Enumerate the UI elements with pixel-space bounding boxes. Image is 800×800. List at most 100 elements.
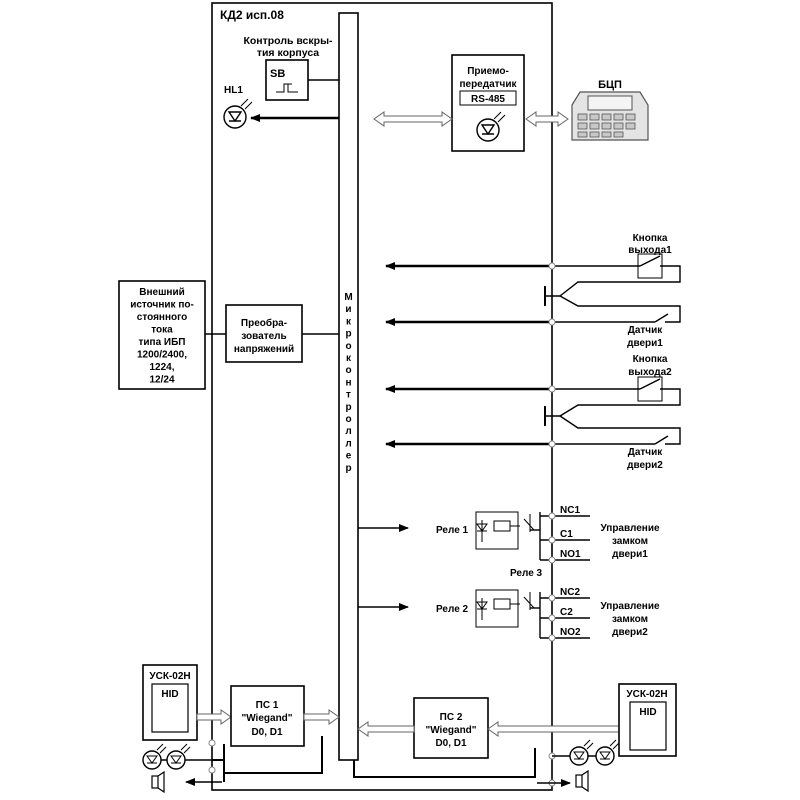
ps1-label: ПС 1 "Wiegand" D0, D1 — [241, 700, 292, 738]
svg-text:Датчик: Датчик — [628, 447, 664, 458]
converter-label-line: Преобра- — [241, 317, 287, 329]
lock-2-label: Управление замком двери2 — [600, 601, 660, 638]
svg-text:"Wiegand": "Wiegand" — [425, 725, 476, 736]
nc1-label: NC1 — [560, 505, 580, 516]
microcontroller-block — [338, 12, 359, 761]
microcontroller-label-char: р — [345, 402, 351, 413]
microcontroller-label-char: л — [345, 438, 351, 449]
transceiver-label-line1: Приемо- — [467, 66, 509, 77]
microcontroller-label-char: р — [345, 463, 351, 474]
tamper-switch-box — [265, 59, 309, 101]
svg-text:D0, D1: D0, D1 — [435, 738, 467, 749]
svg-text:Кнопка: Кнопка — [633, 354, 668, 365]
transceiver-led-icon — [476, 111, 506, 142]
no1-label: NO1 — [560, 549, 581, 560]
svg-text:двери2: двери2 — [612, 627, 648, 638]
ps2-block — [413, 697, 489, 759]
power-source-label-line: типа ИБП — [139, 337, 186, 348]
ps2-mcu-link — [357, 721, 415, 737]
converter-label-line: напряжений — [234, 344, 294, 355]
microcontroller-label-char: к — [346, 316, 352, 327]
svg-text:Управление: Управление — [600, 601, 660, 612]
no2-label: NO2 — [560, 627, 581, 638]
microcontroller-label-char: н — [345, 377, 351, 388]
reader-left-model: УСК-02Н — [149, 671, 190, 682]
exit-button-1-icon — [637, 253, 663, 279]
nc2-label: NC2 — [560, 587, 580, 598]
relay-3-label: Реле 3 — [510, 568, 543, 579]
svg-text:"Wiegand": "Wiegand" — [241, 713, 292, 724]
bcp-device-icon — [571, 91, 649, 141]
tamper-switch-label: SB — [270, 68, 285, 80]
reader-right-led-2-icon — [595, 739, 620, 766]
reader-right-ps2-link — [487, 721, 620, 737]
svg-text:ПС 2: ПС 2 — [440, 712, 463, 723]
mcu-transceiver-link — [373, 111, 453, 127]
svg-text:замком: замком — [612, 536, 648, 547]
microcontroller-label-char: р — [345, 329, 351, 340]
exit-button-1-label: Кнопка выхода1 — [628, 233, 672, 256]
exit-button-2-icon — [637, 376, 663, 402]
microcontroller-label-char: л — [345, 426, 351, 437]
exit-button-2-label: Кнопка выхода2 — [628, 354, 672, 378]
lock-2-wiring — [530, 592, 590, 639]
converter-block — [225, 304, 303, 363]
converter-label-line: зователь — [241, 331, 286, 342]
relay-2-label: Реле 2 — [436, 604, 469, 615]
door-sensor-2-label: Датчик двери2 — [627, 447, 663, 471]
relay-2-icon — [475, 589, 535, 628]
ps2-label: ПС 2 "Wiegand" D0, D1 — [425, 712, 476, 749]
reader-right-buzzer-icon — [575, 769, 589, 793]
tamper-label: Контроль вскры- тия корпуса — [243, 35, 333, 59]
power-source-label-line: Внешний — [139, 287, 185, 298]
svg-text:D0, D1: D0, D1 — [251, 727, 283, 738]
microcontroller-label-char: М — [344, 292, 352, 303]
svg-text:выхода2: выхода2 — [628, 367, 672, 378]
microcontroller-label-char: о — [345, 341, 351, 352]
device-title: КД2 исп.08 — [220, 8, 284, 22]
reader-right-type: HID — [639, 707, 656, 718]
c1-label: C1 — [560, 529, 573, 540]
power-source-label-line: стоянного — [137, 312, 187, 323]
ps1-mcu-link — [303, 709, 340, 725]
microcontroller-label-char: о — [345, 414, 351, 425]
power-source-block — [118, 280, 206, 390]
transceiver-label-line2: передатчик — [459, 79, 517, 90]
svg-text:тия корпуса: тия корпуса — [257, 47, 319, 59]
power-source-label-line: 1200/2400, — [137, 350, 187, 361]
svg-text:Управление: Управление — [600, 523, 660, 534]
reader-left-led-2-icon — [166, 743, 191, 770]
microcontroller-label-char: т — [346, 390, 351, 401]
power-source-label-line: тока — [151, 325, 173, 336]
svg-text:двери1: двери1 — [612, 549, 648, 560]
reader-right-led-1-icon — [569, 739, 594, 766]
rs485-label: RS-485 — [471, 94, 505, 105]
c2-label: C2 — [560, 607, 573, 618]
power-source-label-line: источник по- — [130, 300, 194, 311]
relay-1-label: Реле 1 — [436, 525, 469, 536]
reader-left-inner — [151, 683, 189, 733]
hl1-led-icon — [223, 98, 253, 129]
rs485-box — [459, 90, 517, 106]
svg-text:выхода1: выхода1 — [628, 245, 672, 256]
svg-text:Датчик: Датчик — [628, 325, 664, 336]
converter-label: Преобра-зователь напряжений — [234, 317, 294, 355]
svg-text:ПС 1: ПС 1 — [256, 700, 279, 711]
microcontroller-label-char: о — [345, 365, 351, 376]
relay-1-icon — [475, 511, 535, 550]
svg-text:двери1: двери1 — [627, 338, 663, 349]
transceiver-bcp-link — [525, 111, 569, 127]
microcontroller-label-char: к — [346, 353, 352, 364]
svg-text:Контроль вскры-: Контроль вскры- — [243, 35, 333, 47]
reader-left-type: HID — [161, 689, 178, 700]
reader-left-led-1-icon — [142, 743, 167, 770]
device-enclosure — [211, 2, 553, 791]
door-inputs-wiring — [385, 255, 681, 448]
svg-text:Кнопка: Кнопка — [633, 233, 668, 244]
ps1-block — [230, 685, 305, 747]
reader-left-buzzer-icon — [151, 770, 165, 794]
hl1-label: HL1 — [224, 85, 243, 96]
